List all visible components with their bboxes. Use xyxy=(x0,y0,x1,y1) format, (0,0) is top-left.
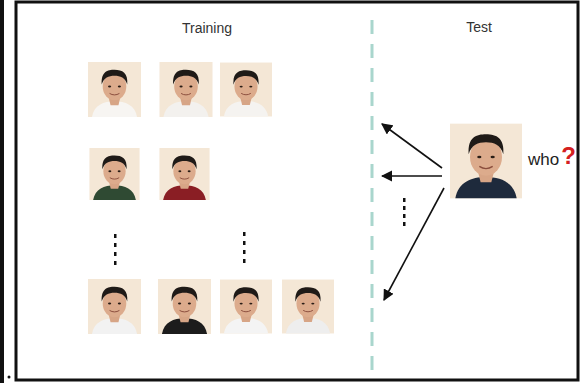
ellipsis-dots xyxy=(114,198,406,265)
face-photo xyxy=(220,63,272,117)
match-arrows xyxy=(382,124,444,300)
column-heading: Test xyxy=(466,20,492,35)
face-photo xyxy=(89,148,139,200)
frame-edge xyxy=(0,0,4,383)
column-heading: Training xyxy=(182,21,232,36)
test-face-photo xyxy=(450,124,522,199)
question-mark: ? xyxy=(561,143,576,169)
face-photo xyxy=(158,279,211,334)
face-photo xyxy=(220,280,272,334)
face-photo xyxy=(159,62,212,117)
divider xyxy=(371,20,374,380)
face-photo xyxy=(159,148,209,200)
face-photo xyxy=(88,279,141,334)
question-word: who xyxy=(528,151,559,170)
frame xyxy=(16,2,578,380)
face-photo xyxy=(88,62,141,117)
face-photo xyxy=(282,280,334,334)
